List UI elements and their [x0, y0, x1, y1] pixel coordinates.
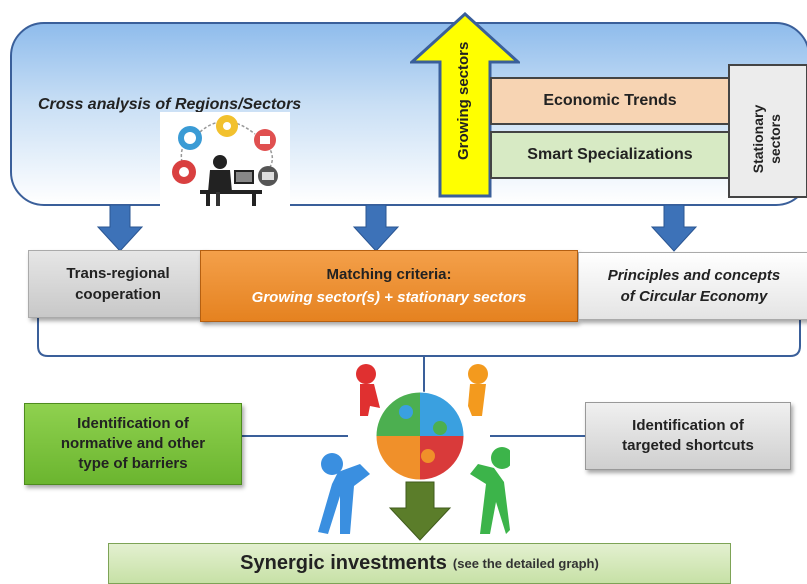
down-arrow-right-icon: [650, 205, 698, 252]
person-at-computer-icon: [160, 112, 290, 206]
normative-line2: normative and other: [60, 435, 206, 452]
growing-sectors-label: Growing sectors: [455, 41, 472, 160]
stationary-line2: sectors: [767, 114, 783, 164]
matching-criteria-box: Matching criteria: Growing sector(s) + s…: [200, 250, 578, 322]
detailed-graph-note: (see the detailed graph): [452, 556, 599, 571]
smart-specializations-bar: Smart Specializations: [490, 131, 730, 179]
synergic-investments-label: Synergic investments: [240, 552, 447, 574]
cross-analysis-title: Cross analysis of Regions/Sectors: [38, 96, 302, 113]
trans-line1: Trans-regional: [66, 265, 170, 282]
stationary-sectors-label: Stationary sectors: [750, 79, 786, 199]
normative-line3: type of barriers: [78, 455, 188, 472]
people-puzzle-icon: [318, 364, 510, 541]
circular-line2: of Circular Economy: [620, 288, 768, 305]
shortcuts-line2: targeted shortcuts: [622, 437, 754, 454]
normative-barriers-box: Identification of normative and other ty…: [24, 403, 242, 485]
circular-line1: Principles and concepts: [607, 267, 781, 284]
shortcuts-line1: Identification of: [632, 417, 744, 434]
circular-economy-box: Principles and concepts of Circular Econ…: [578, 252, 807, 320]
growing-sectors-arrow: [410, 12, 520, 198]
down-arrow-left-icon: [96, 205, 144, 252]
stationary-line1: Stationary: [750, 104, 766, 174]
economic-trends-bar: Economic Trends: [490, 77, 730, 125]
down-arrow-center-icon: [352, 205, 400, 252]
synergic-investments-box: Synergic investments (see the detailed g…: [108, 543, 731, 584]
matching-line1: Matching criteria:: [326, 266, 452, 283]
trans-regional-cooperation-box: Trans-regional cooperation: [28, 250, 208, 318]
normative-line1: Identification of: [77, 415, 189, 432]
trans-line2: cooperation: [75, 286, 161, 303]
targeted-shortcuts-box: Identification of targeted shortcuts: [585, 402, 791, 470]
matching-line2: Growing sector(s) + stationary sectors: [251, 289, 527, 306]
stationary-sectors-box: [728, 64, 807, 198]
